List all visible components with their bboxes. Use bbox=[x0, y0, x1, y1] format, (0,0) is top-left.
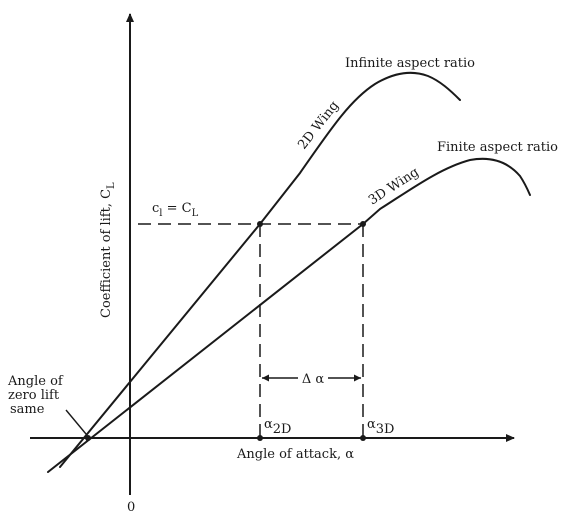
zero-lift-label: Angle of zero lift same bbox=[7, 374, 67, 417]
curve-3d-wing bbox=[47, 157, 531, 473]
point-3d-intersection bbox=[360, 221, 366, 227]
alpha-2d-label: α2D bbox=[264, 417, 291, 437]
point-alpha-3d bbox=[360, 435, 366, 441]
finite-aspect-label: Finite aspect ratio bbox=[437, 140, 558, 155]
delta-alpha-label: Δ α bbox=[302, 372, 325, 387]
origin-label: 0 bbox=[127, 500, 135, 515]
point-2d-intersection bbox=[257, 221, 263, 227]
point-zero-lift bbox=[85, 435, 91, 441]
alpha-3d-label: α3D bbox=[367, 417, 394, 437]
curve-2d-wing bbox=[59, 71, 461, 468]
zero-lift-leader bbox=[65, 409, 87, 435]
infinite-aspect-label: Infinite aspect ratio bbox=[345, 56, 475, 71]
x-axis-label: Angle of attack, α bbox=[236, 447, 354, 462]
point-alpha-2d bbox=[257, 435, 263, 441]
y-axis-label: Coefficient of lift, CL bbox=[99, 182, 117, 318]
cl-equals-label: cl = CL bbox=[152, 201, 199, 219]
